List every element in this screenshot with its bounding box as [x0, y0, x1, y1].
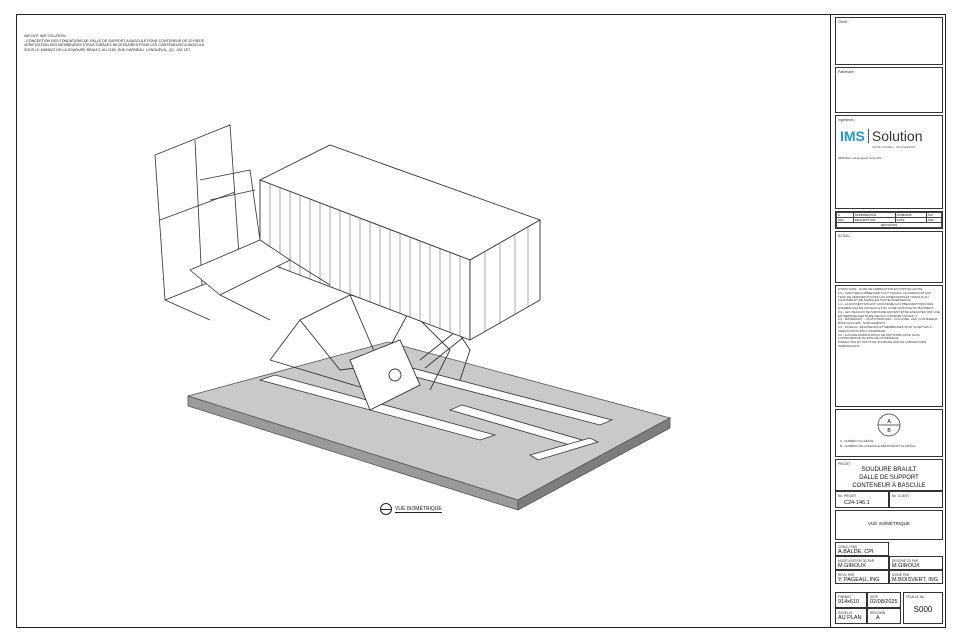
signed-by-label: SIGNÉ PAR: [892, 573, 910, 577]
revision-box: A APPROBATION 02/08/2025 A.B. REV. DESCR…: [835, 211, 943, 229]
ims-solution-logo: IMS Solution: [840, 128, 922, 144]
scale-label: ÉCHELLE: [838, 611, 853, 615]
format-value: 914x610: [838, 599, 860, 605]
notes-line: VERIFICATION DES MEMBRURES STRUCTURALES …: [24, 43, 205, 48]
access-platform: [154, 124, 331, 321]
sheet-no-value: S000: [913, 605, 933, 614]
logo-ims: IMS: [840, 128, 865, 144]
signed-by-box: SIGNÉ PAR M.BOISVERT, ING: [889, 570, 943, 584]
notes-heading: IMS NOT IMS SOLUTION: [24, 34, 66, 38]
fabrication-note: 4.0 - NIVEAUX, ÉPAISSEURS ET MEMBRURES S…: [838, 324, 932, 333]
notes-line: SOUS LE MANDAT DE LA SOUDURE BRAULT, AU …: [24, 47, 191, 52]
general-notes-block: IMS NOT IMS SOLUTION - CONCEPTION DES FO…: [24, 34, 234, 52]
format-label: FORMAT: [838, 595, 852, 599]
reviewed-by-box: REVU PAR Y. PAGEAU, ING: [835, 570, 889, 584]
fabrication-note: 2.0 - LES TRAVAUX DE SOUDURE DOIVENT ÊTR…: [838, 309, 940, 318]
engineer-address: 9358 Boul. Lebourgneuf, Suite 370: [838, 156, 882, 160]
date-label: DATE: [870, 595, 879, 599]
detail-legend-box: A B A : NUMÉRO DU DÉTAIL B : NUMÉRO DE L…: [835, 409, 943, 457]
sheet-border: [16, 14, 946, 628]
signed-by-value: M.BOISVERT, ING: [892, 577, 939, 583]
detail-symbol-bottom: B: [887, 428, 891, 434]
project-no-value: C24-146.1: [844, 500, 870, 506]
modeled-by-value: M.GIROUX: [838, 563, 866, 569]
scale-box: ÉCHELLE AU PLAN: [835, 608, 867, 624]
engineer-box: Ingénieurs : IMS Solution GÉNIE CONSEIL …: [835, 115, 943, 209]
seal-box: SCEAU :: [835, 231, 943, 283]
sheet-no-box: FEUILLE No. S000: [903, 592, 943, 624]
legend-line-b: B : NUMÉRO DE LA FEUILLE DEMANDANT LE DÉ…: [840, 444, 916, 448]
format-box: FORMAT 914x610: [835, 592, 867, 608]
project-box: PROJET SOUDURE BRAULT DALLE DE SUPPORT C…: [835, 459, 943, 491]
scale-value: AU PLAN: [838, 615, 862, 621]
detail-symbol-icon: A B: [877, 413, 901, 437]
logo-solution: Solution: [871, 128, 923, 144]
modeled-by-box: MODÉLISATION 3D PAR M.GIROUX: [835, 556, 889, 570]
fabrication-note: 1.1 - LA CONCEPTION EST CONFORME AUX PRE…: [838, 302, 934, 310]
designed-by-box: CONÇU PAR A.BALDE, CPI: [835, 542, 889, 556]
reviewed-by-label: REVU PAR: [838, 573, 855, 577]
reviewed-by-value: Y. PAGEAU, ING: [838, 577, 880, 583]
revision-value-box: RÉVISION A: [867, 608, 901, 624]
logo-tagline: GÉNIE CONSEIL • ENGINEERING: [872, 145, 916, 149]
revision-value-label: RÉVISION: [870, 611, 886, 615]
fabrication-note: INSPECTION ET TESTS DE SOUDAGE PAR UN LA…: [838, 340, 927, 348]
partner-label: Partenaire :: [838, 70, 856, 74]
legend-line-a: A : NUMÉRO DU DÉTAIL: [840, 439, 874, 443]
client-box: Client :: [835, 17, 943, 65]
sheet-no-label: FEUILLE No.: [906, 595, 925, 599]
engineer-label: Ingénieurs :: [838, 118, 856, 122]
project-line: CONTENEUR À BASCULE: [852, 483, 926, 489]
client-no-box: No. CLIENT: [889, 491, 943, 508]
revision-value: A: [876, 615, 880, 621]
fabrication-note: 3.0 - MATÉRIAUX : - PLATS PROFILÉS - COL…: [838, 317, 940, 326]
fabrication-notes-box: STRUCTURE - NOTE DE FABRICATION ET D'INS…: [835, 285, 943, 407]
notes-line: - CONCEPTION DES FONDATIONS DE DALLE DE …: [24, 38, 205, 43]
designed-by-value: A.BALDE, CPI: [838, 549, 874, 555]
container-corrugation: [269, 184, 529, 336]
title-block: Client : Partenaire : Ingénieurs : IMS S…: [830, 14, 946, 628]
revision-caption: RÉVISIONS: [836, 222, 942, 228]
partner-box: Partenaire :: [835, 67, 943, 113]
sheet-title: VUE ISOMÉTRIQUE: [867, 521, 910, 526]
fabrication-notes-heading: STRUCTURE - NOTE DE FABRICATION ET D'INS…: [838, 287, 923, 291]
project-label: PROJET: [838, 462, 851, 466]
drawn-by-value: M.GIROUX: [892, 563, 920, 569]
sheet-title-box: VUE ISOMÉTRIQUE: [835, 510, 943, 540]
revision-table: A APPROBATION 02/08/2025 A.B. REV. DESCR…: [836, 212, 943, 228]
isometric-drawing: [154, 124, 672, 510]
seal-label: SCEAU :: [838, 234, 852, 238]
fabrication-note: 5.0 - AUCUNE MODIFICATION NE DOIT ÊTRE F…: [838, 332, 920, 341]
detail-symbol-top: A: [887, 419, 891, 425]
client-label: Client :: [838, 20, 849, 24]
client-no-label: No. CLIENT: [892, 494, 910, 498]
logo-divider: [867, 129, 869, 143]
view-marker-icon: [380, 503, 392, 515]
designed-by-label: CONÇU PAR: [838, 545, 857, 549]
fabrication-note: 1.0 - AVANT DE COMMENCER TOUT TRAVAIL, L…: [838, 290, 932, 303]
project-line: DALLE DE SUPPORT: [859, 475, 919, 481]
base-rails: [258, 354, 614, 461]
project-no-label: No. PROJET: [838, 494, 857, 498]
view-title: VUE ISOMÉTRIQUE: [380, 503, 442, 515]
view-title-label: VUE ISOMÉTRIQUE: [395, 505, 442, 513]
date-box: DATE 02/08/2025: [867, 592, 901, 608]
date-value: 02/08/2025: [870, 599, 898, 605]
revision-caption-row: RÉVISIONS: [836, 222, 942, 228]
project-line: SOUDURE BRAULT: [861, 467, 917, 473]
modeled-by-label: MODÉLISATION 3D PAR: [838, 559, 875, 563]
project-no-box: No. PROJET C24-146.1: [835, 491, 889, 508]
drawn-by-box: DESSINÉ 2D PAR M.GIROUX: [889, 556, 943, 570]
drawn-by-label: DESSINÉ 2D PAR: [892, 559, 919, 563]
